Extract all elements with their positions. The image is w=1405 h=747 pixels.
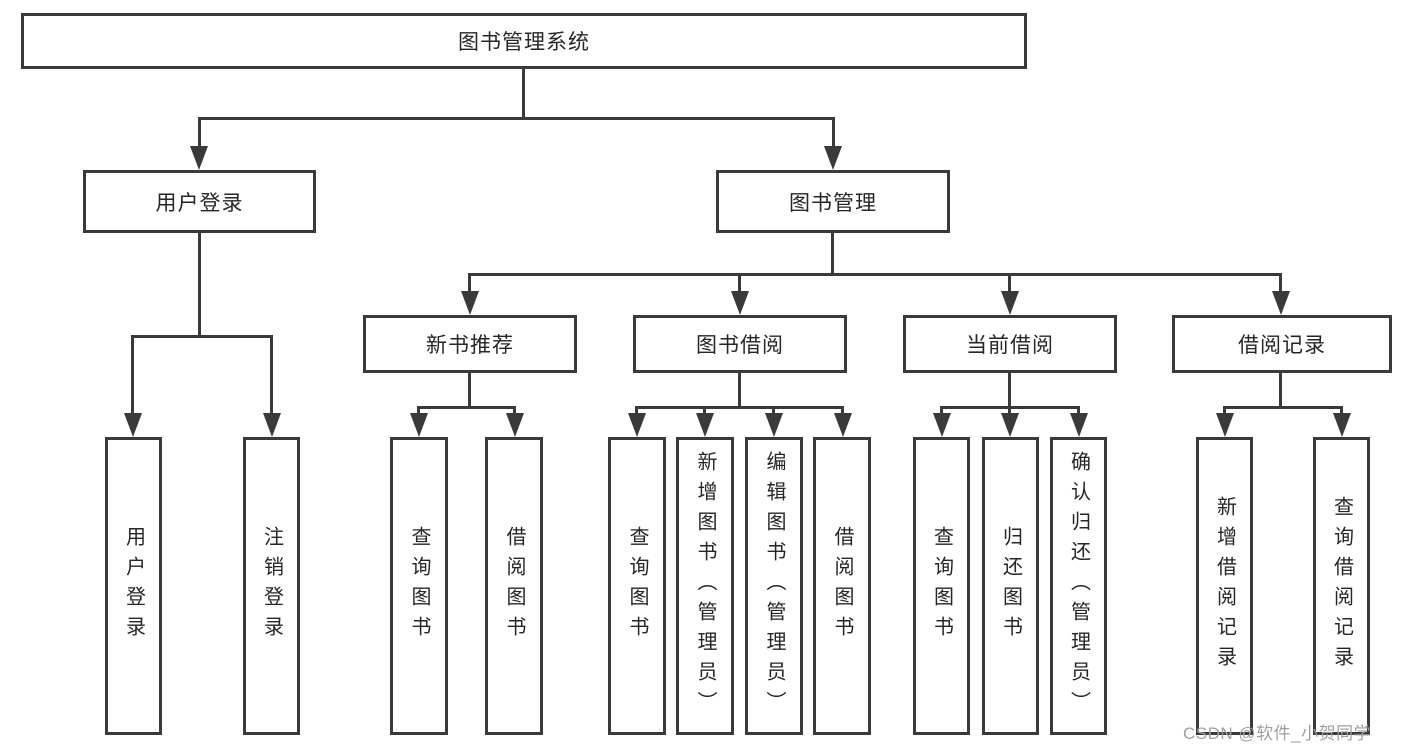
arrow-down-icon — [410, 413, 428, 437]
node-label: 图书管理 — [789, 191, 877, 215]
connector-line — [1008, 273, 1011, 297]
arrow-down-icon — [765, 413, 783, 437]
arrow-down-icon — [824, 146, 842, 170]
leaf-edit-books-admin: 编辑图书（管理员） — [745, 437, 803, 735]
node-label: 图书管理系统 — [458, 31, 590, 54]
arrow-down-icon — [1272, 291, 1290, 315]
node-label: 新书推荐 — [426, 334, 514, 357]
connector-line — [1279, 373, 1282, 409]
node-borrowing-records: 借阅记录 — [1172, 315, 1392, 373]
leaf-query-books-current: 查询图书 — [913, 437, 970, 735]
leaf-label: 查询图书 — [408, 526, 430, 646]
arrow-down-icon — [628, 413, 646, 437]
leaf-user-login: 用户登录 — [105, 437, 162, 735]
leaf-add-books-admin: 新增图书（管理员） — [676, 437, 734, 735]
node-current-borrowing: 当前借阅 — [903, 315, 1117, 373]
leaf-label: 注销登录 — [260, 526, 283, 646]
arrow-down-icon — [190, 146, 208, 170]
leaf-query-borrow-record: 查询借阅记录 — [1313, 437, 1370, 735]
connector-line — [198, 117, 835, 120]
connector-line — [131, 335, 134, 417]
node-library-management-system: 图书管理系统 — [21, 13, 1027, 69]
connector-line — [417, 406, 516, 409]
node-user-login: 用户登录 — [83, 170, 316, 233]
node-book-management: 图书管理 — [716, 170, 950, 233]
connector-line — [468, 373, 471, 409]
leaf-label: 查询图书 — [930, 526, 953, 646]
leaf-label: 确认归还（管理员） — [1067, 451, 1090, 721]
arrow-down-icon — [506, 413, 524, 437]
arrow-down-icon — [696, 413, 714, 437]
arrow-down-icon — [1070, 413, 1088, 437]
node-new-book-recommendation: 新书推荐 — [363, 315, 577, 373]
leaf-label: 借阅图书 — [503, 526, 525, 646]
connector-line — [522, 69, 525, 119]
leaf-label: 编辑图书（管理员） — [763, 451, 785, 721]
leaf-query-books-borrowing: 查询图书 — [608, 437, 666, 735]
connector-line — [270, 335, 273, 417]
csdn-watermark: CSDN @软件_小贺同学 — [1183, 724, 1372, 743]
arrow-down-icon — [263, 413, 281, 437]
connector-line — [131, 335, 273, 338]
arrow-down-icon — [1001, 291, 1019, 315]
node-label: 用户登录 — [155, 191, 244, 215]
connector-line — [198, 233, 201, 338]
arrow-down-icon — [1333, 413, 1351, 437]
leaf-label: 新增图书（管理员） — [694, 451, 716, 721]
connector-line — [468, 273, 471, 297]
connector-line — [738, 373, 741, 409]
arrow-down-icon — [834, 413, 852, 437]
leaf-label: 查询借阅记录 — [1330, 496, 1353, 676]
node-label: 图书借阅 — [696, 334, 784, 357]
connector-line — [198, 117, 201, 150]
connector-line — [832, 117, 835, 150]
arrow-down-icon — [933, 413, 951, 437]
arrow-down-icon — [1001, 413, 1019, 437]
leaf-label: 归还图书 — [999, 526, 1022, 646]
leaf-label: 借阅图书 — [831, 526, 853, 646]
leaf-label: 查询图书 — [626, 526, 648, 646]
connector-line — [738, 273, 741, 297]
node-label: 借阅记录 — [1238, 334, 1326, 357]
arrow-down-icon — [1216, 413, 1234, 437]
connector-line — [1008, 373, 1011, 409]
connector-line — [468, 273, 1282, 276]
leaf-label: 用户登录 — [122, 526, 145, 646]
node-book-borrowing: 图书借阅 — [633, 315, 847, 373]
leaf-label: 新增借阅记录 — [1213, 496, 1236, 676]
connector-line — [1223, 406, 1342, 409]
leaf-borrow-books: 借阅图书 — [813, 437, 871, 735]
arrow-down-icon — [124, 413, 142, 437]
leaf-borrow-books-recommend: 借阅图书 — [485, 437, 543, 735]
leaf-return-books: 归还图书 — [982, 437, 1039, 735]
arrow-down-icon — [731, 291, 749, 315]
node-label: 当前借阅 — [966, 334, 1054, 357]
leaf-query-books-recommend: 查询图书 — [390, 437, 448, 735]
connector-line — [831, 233, 834, 276]
leaf-add-borrow-record: 新增借阅记录 — [1196, 437, 1253, 735]
leaf-confirm-return-admin: 确认归还（管理员） — [1050, 437, 1107, 735]
leaf-logout: 注销登录 — [243, 437, 300, 735]
arrow-down-icon — [461, 291, 479, 315]
connector-line — [1279, 273, 1282, 297]
connector-line — [635, 406, 844, 409]
